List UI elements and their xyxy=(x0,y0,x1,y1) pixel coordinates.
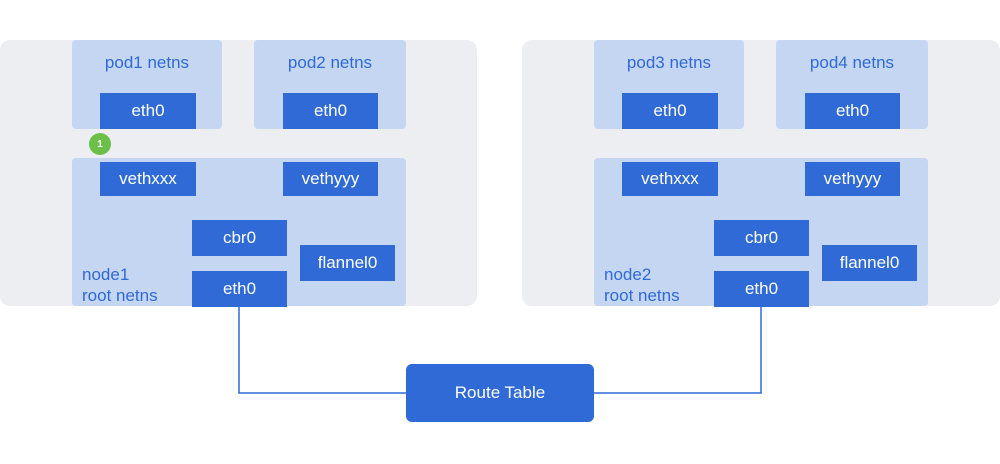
node1-root-label: node1 root netns xyxy=(82,264,158,306)
node2-root-label: node2 root netns xyxy=(604,264,680,306)
node2-flannel0[interactable]: flannel0 xyxy=(822,245,917,281)
node1-vethyyy[interactable]: vethyyy xyxy=(283,162,378,196)
node1-cbr0[interactable]: cbr0 xyxy=(192,220,287,256)
node1-name: node1 xyxy=(82,265,130,284)
pod3-eth0[interactable]: eth0 xyxy=(622,93,718,129)
pod1-netns-title: pod1 netns xyxy=(104,53,190,72)
node2-cbr0[interactable]: cbr0 xyxy=(714,220,809,256)
pod4-netns-title: pod4 netns xyxy=(809,53,895,72)
pod2-netns-title: pod2 netns xyxy=(287,53,373,72)
step-1-badge: 1 xyxy=(89,133,111,155)
pod3-netns-title: pod3 netns xyxy=(626,53,712,72)
node1-root-netns-label: root netns xyxy=(82,286,158,305)
node2-root-netns-label: root netns xyxy=(604,286,680,305)
node2-vethyyy[interactable]: vethyyy xyxy=(805,162,900,196)
route-table[interactable]: Route Table xyxy=(406,364,594,422)
node1-flannel0[interactable]: flannel0 xyxy=(300,245,395,281)
node2-vethxxx[interactable]: vethxxx xyxy=(622,162,718,196)
wire-node1-eth0-route-table xyxy=(238,306,406,394)
wire-node2-eth0-route-table xyxy=(594,306,762,394)
pod2-eth0[interactable]: eth0 xyxy=(283,93,378,129)
pod4-eth0[interactable]: eth0 xyxy=(805,93,900,129)
pod1-eth0[interactable]: eth0 xyxy=(100,93,196,129)
node2-name: node2 xyxy=(604,265,652,284)
node1-eth0[interactable]: eth0 xyxy=(192,271,287,307)
node1-vethxxx[interactable]: vethxxx xyxy=(100,162,196,196)
node2-eth0[interactable]: eth0 xyxy=(714,271,809,307)
